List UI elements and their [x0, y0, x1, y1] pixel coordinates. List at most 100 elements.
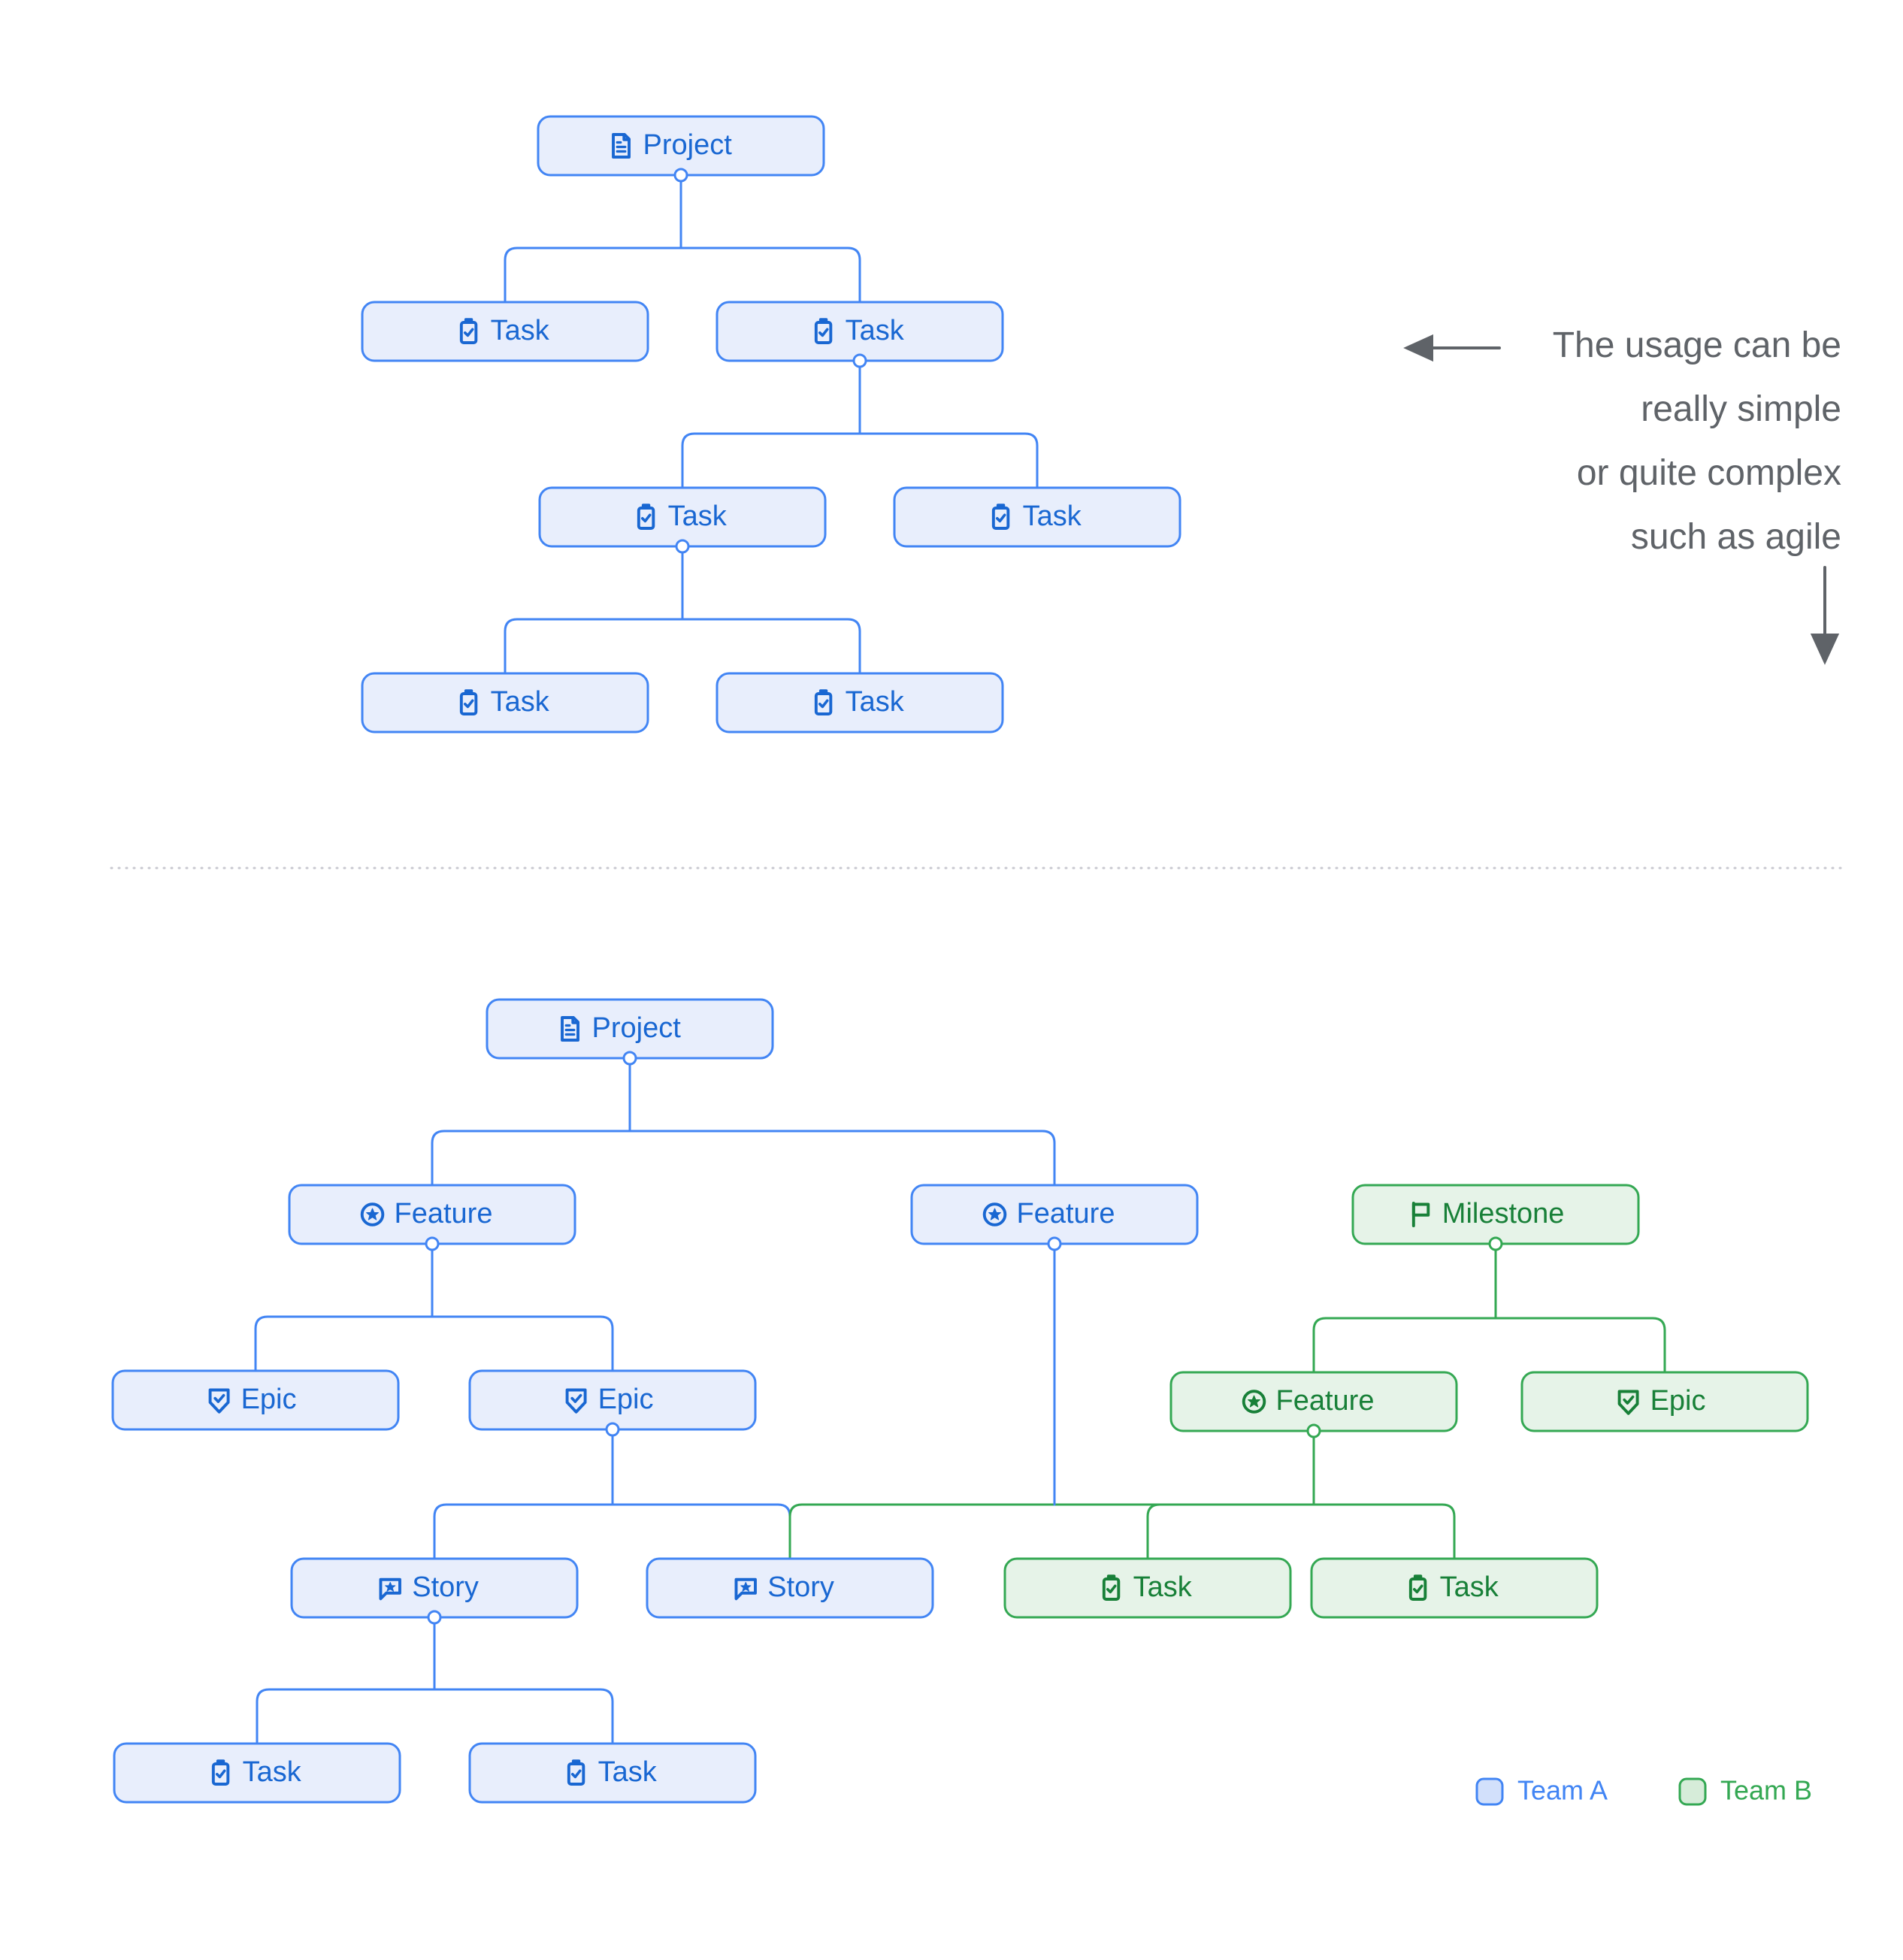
- node-connector-handle[interactable]: [852, 353, 867, 368]
- node-box[interactable]: [113, 1742, 401, 1804]
- connector-branch: [788, 1503, 1315, 1560]
- clipboard-check-icon: [459, 318, 478, 344]
- node-box[interactable]: [893, 486, 1181, 548]
- node-label: Project: [643, 129, 733, 161]
- node-project[interactable]: Project: [486, 998, 774, 1066]
- node-connector-handle[interactable]: [605, 1422, 620, 1437]
- node-box[interactable]: [1003, 1557, 1292, 1619]
- connector-layer: [254, 174, 1666, 1745]
- node-task[interactable]: Task: [1310, 1557, 1599, 1619]
- node-epic[interactable]: Epic: [111, 1369, 400, 1431]
- node-task[interactable]: Task: [361, 672, 649, 733]
- node-box[interactable]: [716, 672, 1004, 733]
- node-label: Task: [846, 686, 905, 718]
- node-box[interactable]: [468, 1742, 757, 1804]
- node-label: Task: [1440, 1571, 1499, 1603]
- node-epic[interactable]: Epic: [468, 1369, 757, 1437]
- legend-item-team-a[interactable]: Team A: [1475, 1775, 1608, 1806]
- node-box[interactable]: [361, 672, 649, 733]
- legend: Team A Team B: [1475, 1775, 1812, 1806]
- node-story[interactable]: Story: [290, 1557, 579, 1625]
- node-project[interactable]: Project: [537, 115, 825, 183]
- clipboard-check-icon: [459, 689, 478, 715]
- node-epic[interactable]: Epic: [1520, 1371, 1809, 1432]
- star-circle-icon: [982, 1202, 1007, 1227]
- legend-label: Team B: [1720, 1775, 1812, 1806]
- node-label: Feature: [1017, 1198, 1115, 1230]
- node-task[interactable]: Task: [716, 301, 1004, 368]
- arrow-left: [1403, 334, 1501, 362]
- connector-branch: [858, 432, 1039, 489]
- node-box[interactable]: [646, 1557, 934, 1619]
- clipboard-check-icon: [991, 504, 1010, 530]
- connector-branch: [679, 247, 861, 304]
- node-connector-handle[interactable]: [425, 1236, 440, 1251]
- node-task[interactable]: Task: [361, 301, 649, 362]
- node-label: Story: [767, 1571, 834, 1603]
- node-feature[interactable]: Feature: [288, 1184, 576, 1251]
- node-connector-handle[interactable]: [622, 1051, 637, 1066]
- document-icon: [561, 1016, 579, 1042]
- node-label: Project: [592, 1012, 682, 1044]
- connector-branch: [433, 1503, 614, 1560]
- star-circle-icon: [1242, 1390, 1266, 1414]
- node-label: Epic: [241, 1384, 297, 1415]
- node-task[interactable]: Task: [1003, 1557, 1292, 1619]
- connector-branch: [681, 432, 861, 489]
- node-task[interactable]: Task: [716, 672, 1004, 733]
- connector-group: [254, 1242, 614, 1372]
- connector-group: [256, 1616, 614, 1745]
- connector-branch: [504, 618, 684, 675]
- node-task[interactable]: Task: [468, 1742, 757, 1804]
- node-feature[interactable]: Feature: [910, 1184, 1199, 1251]
- flag-icon: [1411, 1202, 1430, 1227]
- node-label: Task: [1023, 501, 1082, 532]
- clipboard-check-icon: [211, 1759, 230, 1786]
- annotation-line: really simple: [1641, 389, 1841, 429]
- connector-group: [431, 1057, 1056, 1187]
- connector-group: [504, 545, 861, 675]
- legend-item-team-b[interactable]: Team B: [1678, 1775, 1812, 1806]
- node-label: Feature: [1276, 1385, 1375, 1417]
- story-star-icon: [734, 1577, 757, 1601]
- node-label: Task: [491, 315, 550, 346]
- node-label: Story: [412, 1571, 479, 1603]
- connector-group: [433, 1428, 791, 1560]
- node-connector-handle[interactable]: [1488, 1236, 1503, 1251]
- connector-branch: [431, 1130, 631, 1187]
- node-connector-handle[interactable]: [673, 168, 688, 183]
- shield-check-icon: [208, 1388, 230, 1414]
- node-task[interactable]: Task: [538, 486, 827, 554]
- clipboard-check-icon: [637, 504, 655, 530]
- node-box[interactable]: [111, 1369, 400, 1431]
- node-connector-handle[interactable]: [1306, 1423, 1321, 1438]
- node-label: Task: [491, 686, 550, 718]
- connector-branch: [433, 1688, 614, 1745]
- legend-swatch: [1678, 1777, 1707, 1806]
- annotation-line: or quite complex: [1577, 453, 1841, 493]
- node-box[interactable]: [361, 301, 649, 362]
- node-connector-handle[interactable]: [427, 1610, 442, 1625]
- star-circle-icon: [360, 1202, 385, 1227]
- node-milestone[interactable]: Milestone: [1351, 1184, 1640, 1251]
- connector-branch: [504, 247, 682, 304]
- node-box[interactable]: [1520, 1371, 1809, 1432]
- node-story[interactable]: Story: [646, 1557, 934, 1619]
- node-connector-handle[interactable]: [1047, 1236, 1062, 1251]
- connector-branch: [611, 1503, 791, 1560]
- connector-branch: [628, 1130, 1056, 1187]
- arrow-down: [1810, 566, 1840, 665]
- node-feature[interactable]: Feature: [1169, 1371, 1458, 1438]
- connector-branch: [254, 1315, 434, 1372]
- node-task[interactable]: Task: [113, 1742, 401, 1804]
- node-task[interactable]: Task: [893, 486, 1181, 548]
- node-connector-handle[interactable]: [675, 539, 690, 554]
- node-box[interactable]: [1310, 1557, 1599, 1619]
- node-label: Epic: [1650, 1385, 1706, 1417]
- clipboard-check-icon: [814, 689, 833, 715]
- connector-group: [788, 1429, 1456, 1560]
